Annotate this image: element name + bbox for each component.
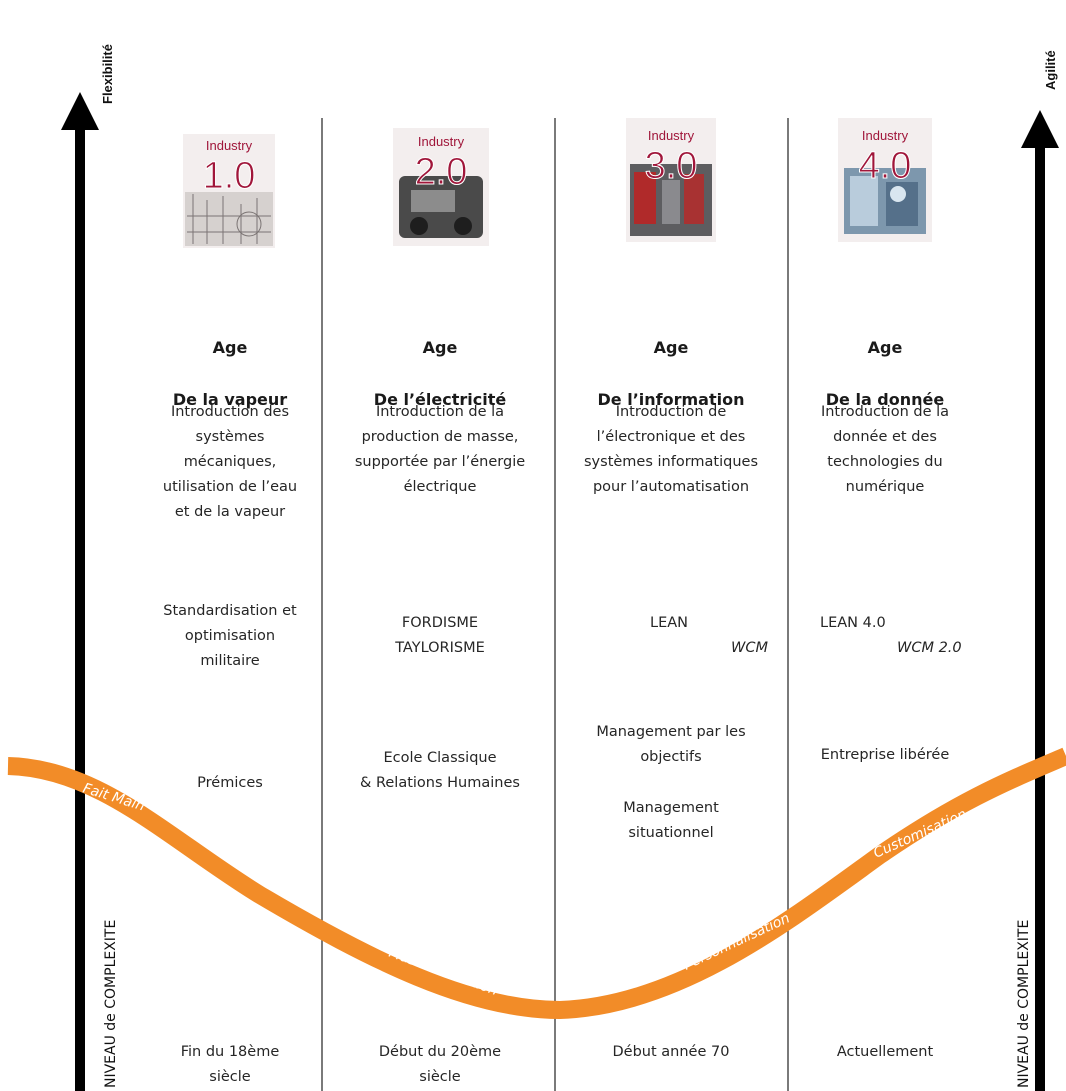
- introduction-1: Introduction des systèmes mécaniques, ut…: [162, 404, 298, 520]
- period-1: Fin du 18ème siècle: [180, 1044, 280, 1085]
- method-3-secondary: WCM: [731, 640, 768, 656]
- age-title-1-line2: De la vapeur: [172, 390, 288, 409]
- age-title-3-line2: De l’information: [597, 390, 745, 409]
- badge-1-word: Industry: [206, 138, 253, 153]
- badge-1-version: 1.0: [203, 155, 256, 197]
- industry-badge-3: Industry 3.0: [626, 118, 716, 242]
- age-title-1: Age De la vapeur: [135, 309, 325, 439]
- management-2: Ecole Classique & Relations Humaines: [360, 750, 520, 791]
- method-4-primary: LEAN 4.0: [820, 615, 886, 631]
- curve-label-customisation: Customisation: [871, 806, 969, 861]
- age-title-3: Age De l’information: [565, 309, 777, 439]
- age-title-2-line2: De l’électricité: [373, 390, 507, 409]
- method-4-secondary: WCM 2.0: [897, 640, 962, 656]
- agility-title: Agilité: [1043, 50, 1058, 90]
- industry-badge-4: Industry 4.0: [838, 118, 932, 242]
- age-title-2: Age De l’électricité: [340, 309, 540, 439]
- flexibility-title: Flexibilité: [100, 44, 115, 104]
- introduction-4: Introduction de la donnée et des technol…: [820, 404, 950, 495]
- up-arrow-icon: [61, 92, 99, 130]
- badge-4-word: Industry: [862, 128, 909, 143]
- up-arrow-icon: [1021, 110, 1059, 148]
- badge-3-version: 3.0: [645, 145, 698, 187]
- industry-badge-1: Industry 1.0: [183, 134, 275, 248]
- management-4: Entreprise libérée: [820, 747, 950, 763]
- method-3-primary: LEAN: [650, 615, 689, 631]
- management-3-extra: Management situationnel: [623, 800, 719, 841]
- industry-badge-2: Industry 2.0: [393, 128, 489, 246]
- management-1: Prémices: [197, 775, 263, 791]
- curve-label-personnalisation: Personnalisation: [681, 910, 792, 973]
- method-2: FORDISME TAYLORISME: [395, 615, 485, 656]
- badge-2-version: 2.0: [415, 151, 468, 193]
- badge-2-word: Industry: [418, 134, 465, 149]
- introduction-3: Introduction de l’électronique et des sy…: [584, 404, 758, 495]
- period-2: Début du 20ème siècle: [378, 1044, 502, 1085]
- age-title-2-line1: Age: [422, 338, 458, 357]
- agility-axis: Agilité: [1021, 50, 1059, 1091]
- age-title-1-line1: Age: [212, 338, 248, 357]
- introduction-2: Introduction de la production de masse, …: [354, 404, 526, 495]
- badge-3-word: Industry: [648, 128, 695, 143]
- age-title-4: Age De la donnée: [790, 309, 980, 439]
- period-4: Actuellement: [836, 1044, 934, 1060]
- method-1: Standardisation et optimisation militair…: [163, 603, 297, 669]
- complexity-label-right: NIVEAU de COMPLEXITE: [1016, 920, 1032, 1088]
- badge-4-version: 4.0: [859, 145, 912, 187]
- age-title-4-line1: Age: [867, 338, 903, 357]
- period-3: Début année 70: [612, 1044, 730, 1060]
- flexibility-axis: Flexibilité: [61, 44, 115, 1091]
- management-3: Management par les objectifs: [596, 724, 746, 765]
- production-curve: [7, 747, 1066, 1020]
- age-title-3-line1: Age: [653, 338, 689, 357]
- complexity-label-left: NIVEAU de COMPLEXITE: [103, 920, 119, 1088]
- age-title-4-line2: De la donnée: [825, 390, 945, 409]
